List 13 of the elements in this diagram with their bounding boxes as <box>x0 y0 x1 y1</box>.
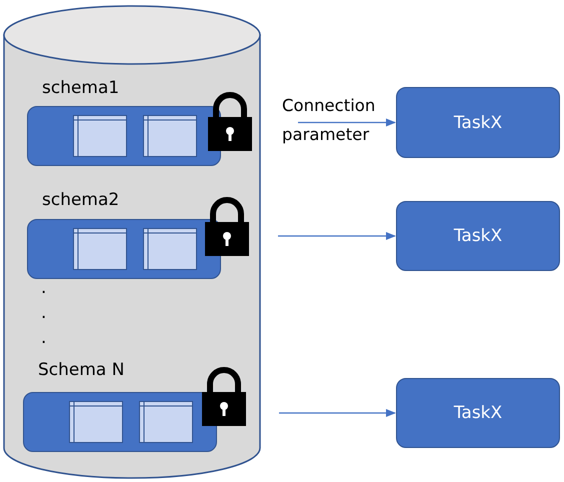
schema-name: schema2 <box>42 190 120 210</box>
schema-name: Schema N <box>38 360 124 380</box>
task-box: TaskX <box>396 201 560 271</box>
arrow <box>298 118 396 126</box>
task-box: TaskX <box>396 87 560 158</box>
arrow <box>278 232 396 240</box>
edge-label: Connection parameter <box>282 94 376 146</box>
ellipsis-dot: . <box>41 330 46 347</box>
ellipsis-dot: . <box>41 305 46 322</box>
task-box: TaskX <box>396 378 560 448</box>
arrow <box>279 409 396 417</box>
ellipsis-dot: . <box>41 280 46 297</box>
schema-name: schema1 <box>42 78 120 98</box>
